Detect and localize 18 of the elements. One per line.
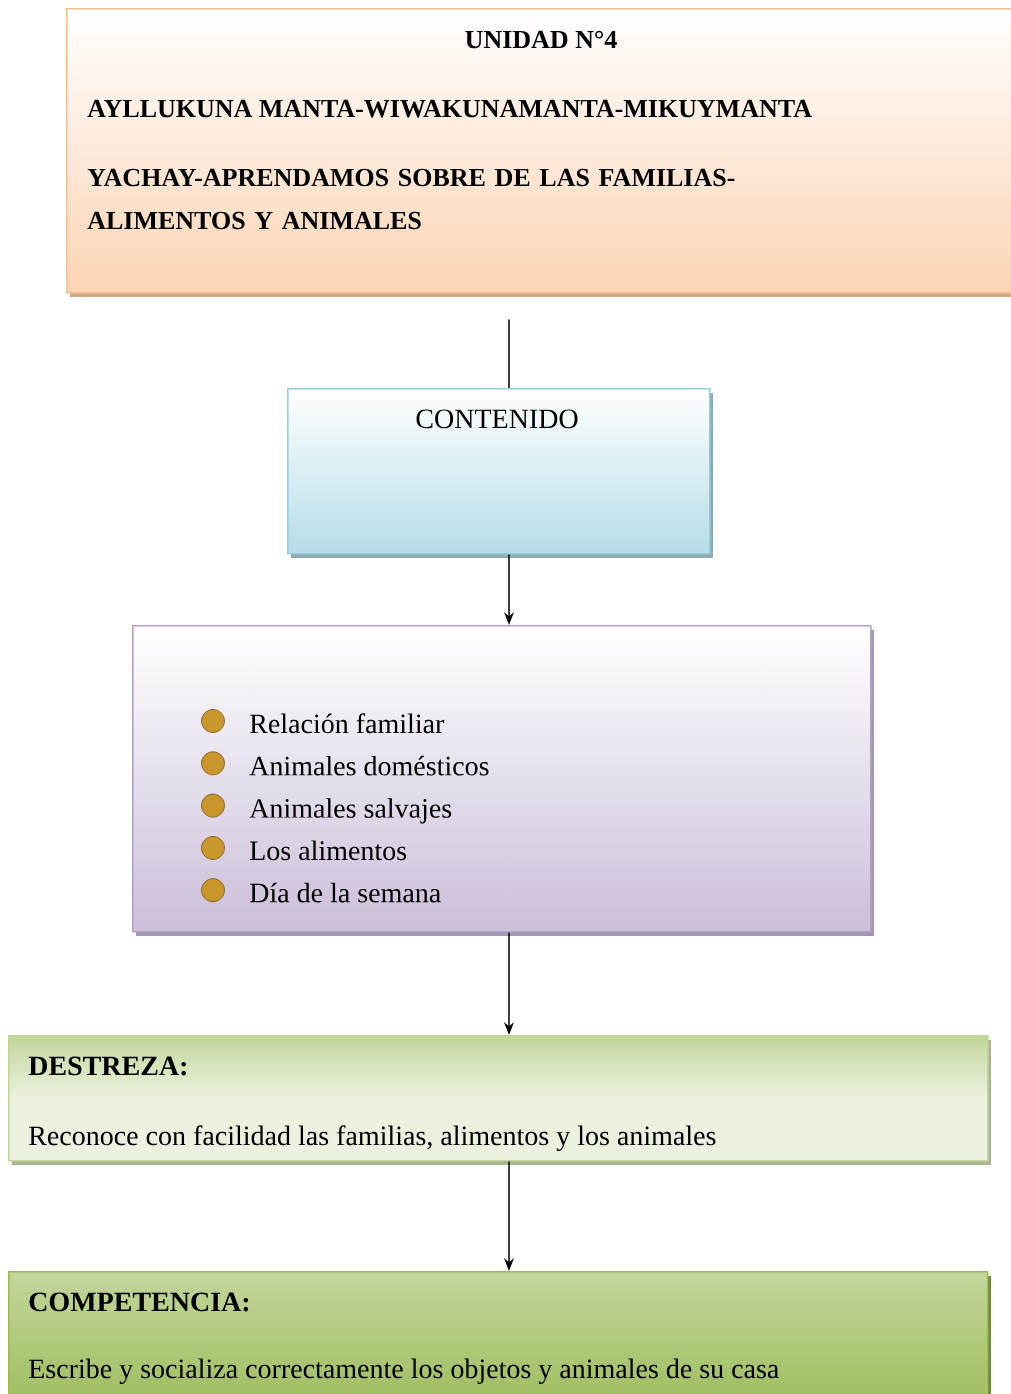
competence-box [8, 1271, 991, 1394]
list-item: Día de la semana [250, 882, 441, 903]
list-item: Animales salvajes [249, 798, 452, 824]
skill-text: Reconoce con facilidad las familias, alimentos y los animales [29, 1125, 716, 1152]
title-text: AYLLUKUNA MANTA-WIWAKUNAMANTA-MIKUYMANTA [87, 99, 812, 118]
unit-heading: UNIDAD N°4 [465, 30, 617, 49]
competence-heading: COMPETENCIA: [29, 1292, 249, 1312]
title-text: YACHAY-APRENDAMOS SOBRE DE LAS FAMILIAS- ALIMENTOS Y ANIMALES [87, 168, 735, 230]
skill-heading: DESTREZA: [28, 1056, 186, 1076]
list-box [132, 625, 874, 936]
list-item: Los alimentos [250, 840, 407, 861]
skill-box [8, 1035, 991, 1165]
competence-text: Escribe y socializa correctamente los objetos y animales de su casa [29, 1358, 779, 1385]
title-box [66, 8, 1011, 297]
heading-box [287, 388, 713, 558]
heading-text: CONTENIDO [416, 409, 578, 429]
list-item: Animales domésticos [249, 755, 489, 776]
list-item: Relación familiar [250, 713, 445, 734]
